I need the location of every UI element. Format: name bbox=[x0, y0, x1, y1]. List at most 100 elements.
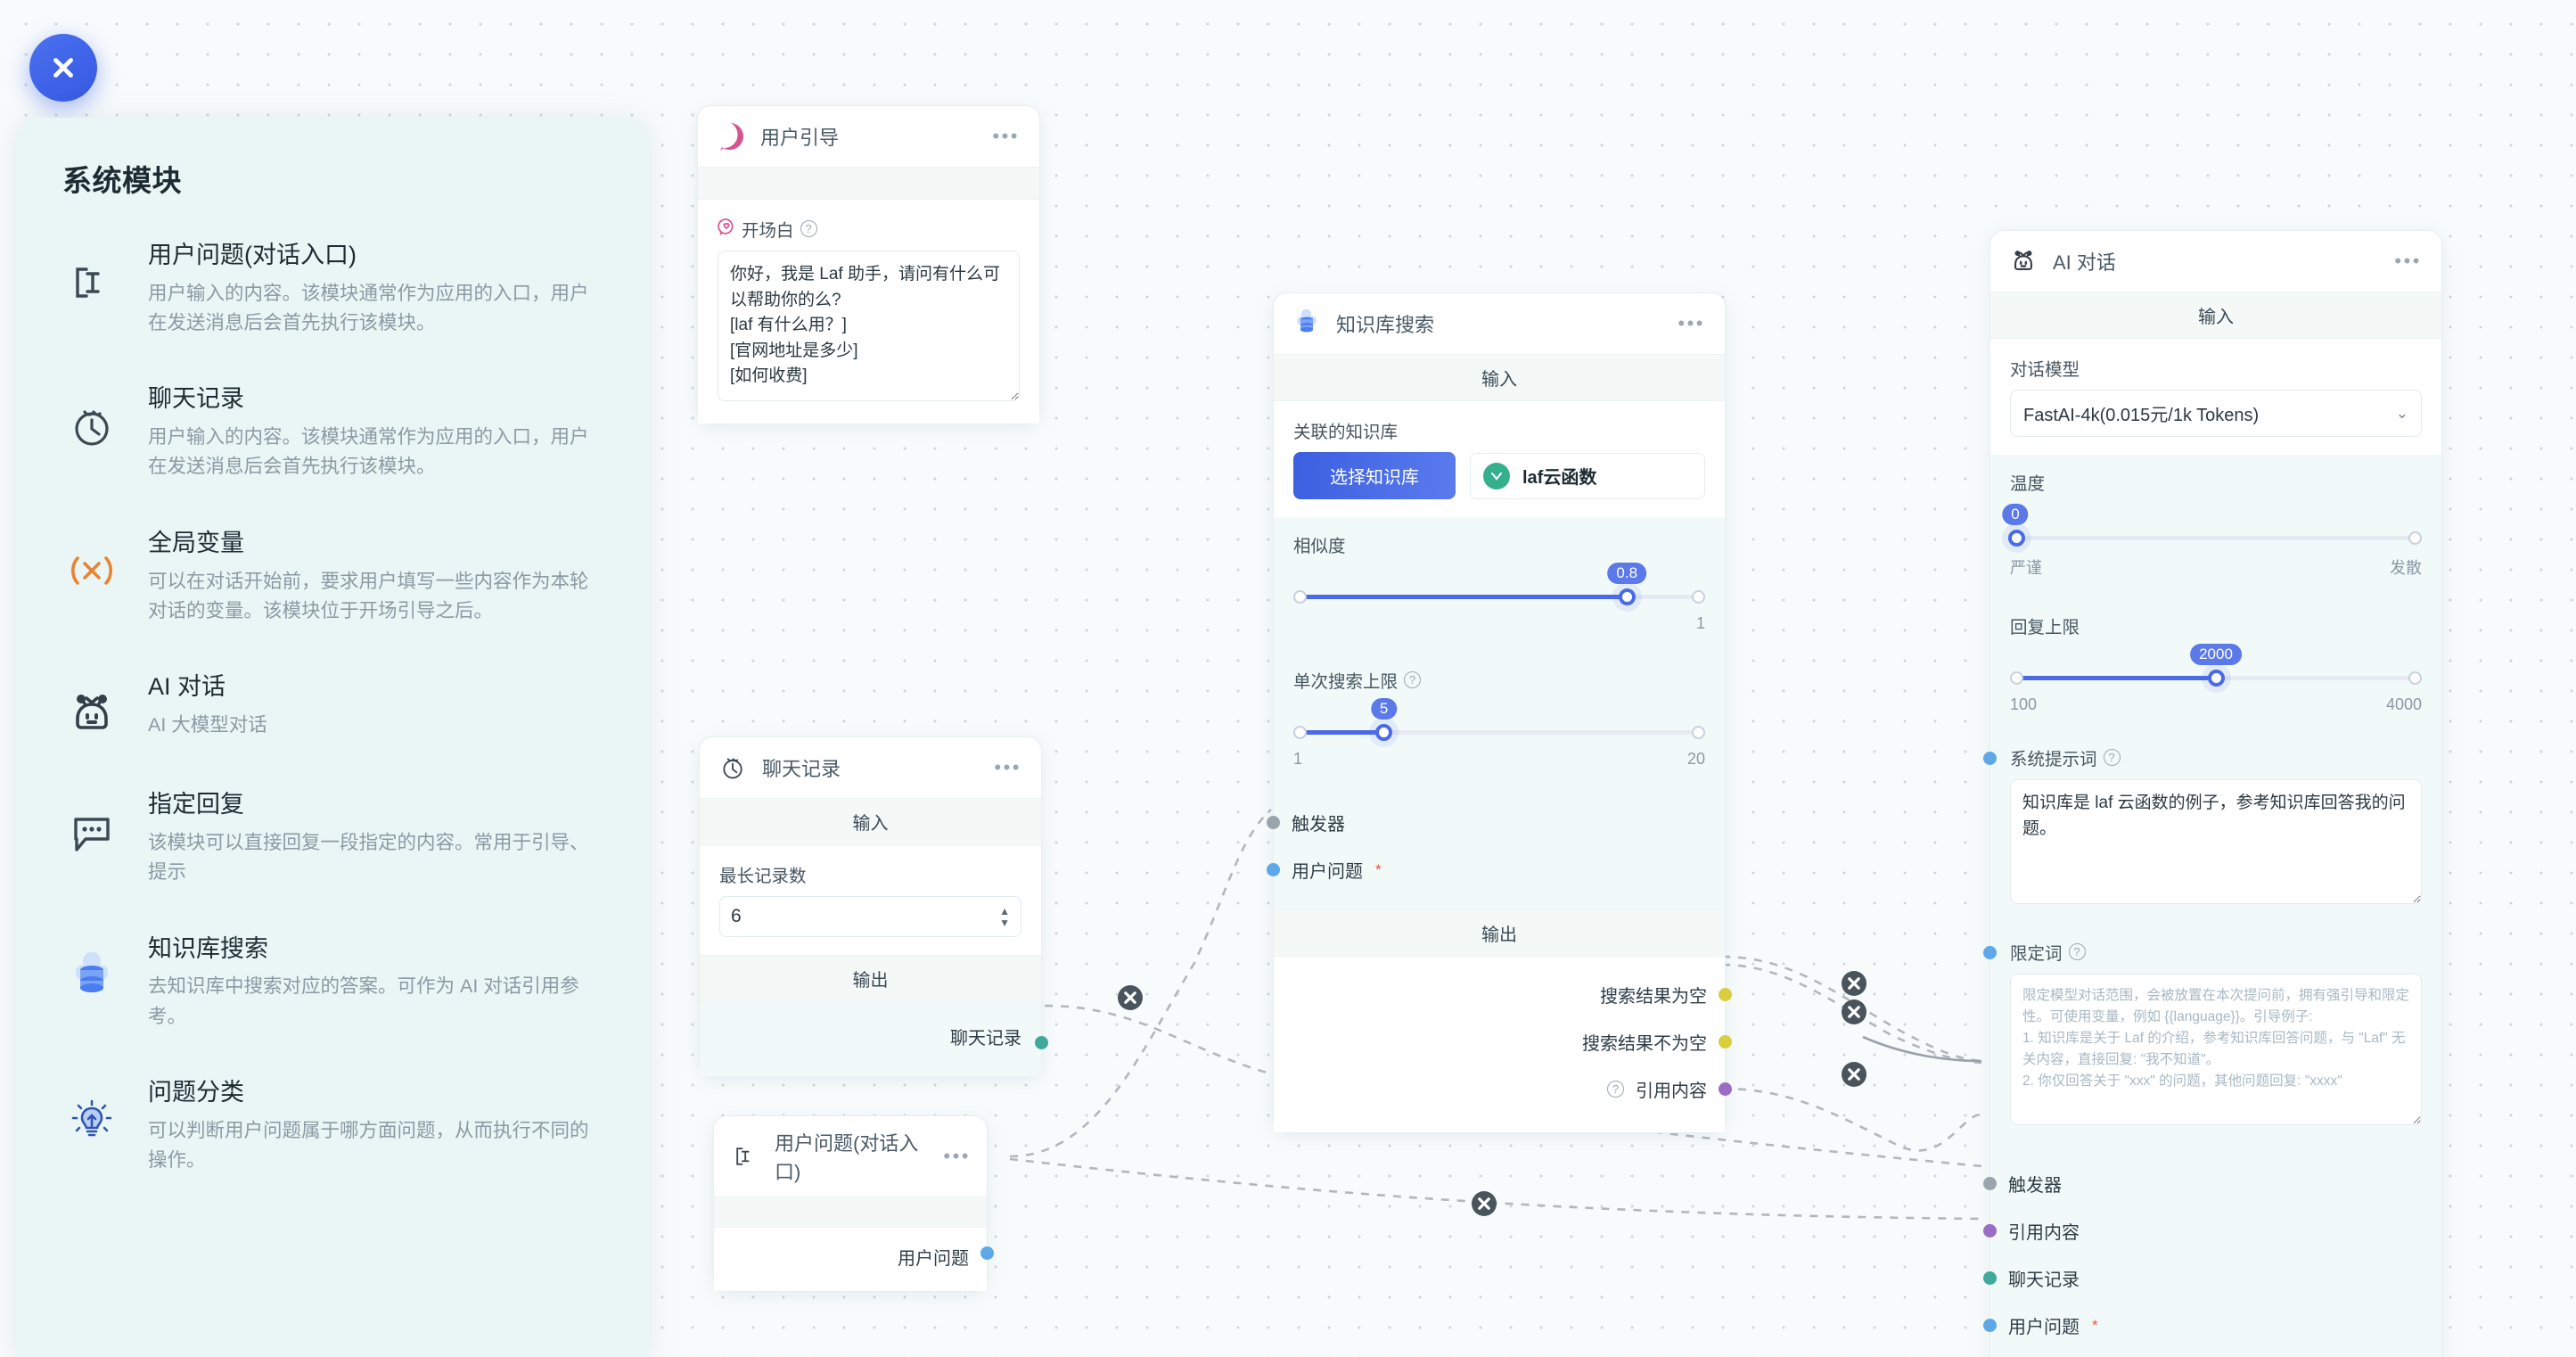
opening-text-input[interactable]: 你好，我是 Laf 助手，请问有什么可以帮助你的么? [laf 有什么用？] [… bbox=[718, 251, 1020, 401]
port-dot-quote[interactable] bbox=[1719, 1082, 1732, 1096]
help-icon[interactable]: ? bbox=[800, 220, 817, 237]
sidebar-item-desc: 可以判断用户问题属于哪方面问题，从而执行不同的操作。 bbox=[148, 1119, 589, 1171]
input-port-trigger[interactable]: 触发器 bbox=[1267, 799, 1705, 846]
slider-knob[interactable] bbox=[1618, 588, 1636, 605]
kb-selection-row: 选择知识库 laf云函数 bbox=[1293, 452, 1705, 499]
similarity-slider[interactable]: 0.8 bbox=[1293, 563, 1705, 618]
node-menu-button[interactable]: ••• bbox=[994, 756, 1021, 778]
kb-similarity-field: 相似度 0.8 1 bbox=[1274, 517, 1725, 651]
node-title: AI 对话 bbox=[2053, 251, 2116, 274]
close-icon[interactable] bbox=[29, 34, 97, 102]
input-port-user-question[interactable]: 用户问题* bbox=[1983, 1302, 2422, 1349]
port-dot-chat-history-out[interactable] bbox=[1035, 1036, 1048, 1049]
edge-delete-button[interactable] bbox=[1841, 999, 1867, 1030]
max-records-input[interactable] bbox=[731, 906, 955, 927]
input-port-user-question[interactable]: 用户问题* bbox=[1267, 846, 1705, 893]
output-port-chat-history[interactable]: 聊天记录 bbox=[719, 1013, 1021, 1060]
model-select[interactable]: FastAI-4k(0.015元/1k Tokens) ⌄ bbox=[2010, 390, 2422, 437]
output-port-not-empty[interactable]: 搜索结果不为空 bbox=[1293, 1018, 1732, 1065]
lightbulb-icon bbox=[62, 1090, 121, 1149]
node-menu-button[interactable]: ••• bbox=[1678, 312, 1705, 334]
output-port-empty[interactable]: 搜索结果为空 bbox=[1293, 971, 1732, 1018]
node-menu-button[interactable]: ••• bbox=[2394, 250, 2422, 272]
input-port-quote[interactable]: 引用内容 bbox=[1983, 1207, 2422, 1254]
temperature-slider[interactable]: 0 bbox=[2002, 504, 2422, 559]
node-menu-button[interactable]: ••• bbox=[943, 1145, 971, 1167]
node-user-guide[interactable]: Hi 用户引导 ••• 开场白 ? 你好，我是 Laf 助手，请问有什么可以帮助… bbox=[697, 105, 1040, 424]
port-dot-user-question-out[interactable] bbox=[980, 1246, 994, 1260]
stepper-arrows[interactable]: ▲ ▼ bbox=[999, 904, 1010, 929]
sidebar-item-desc: 该模块可以直接回复一段指定的内容。常用于引导、提示 bbox=[148, 831, 589, 884]
port-dot-user-question[interactable] bbox=[1983, 1319, 1997, 1333]
sidebar-item-label: 指定回复 bbox=[148, 791, 244, 818]
chevron-down-icon[interactable]: ⌄ bbox=[2395, 404, 2408, 422]
qualifier-input[interactable] bbox=[2010, 974, 2422, 1126]
port-dot-qualifier[interactable] bbox=[1983, 946, 1997, 959]
variable-x-icon bbox=[62, 541, 121, 600]
sidebar-item-chat-history[interactable]: 聊天记录 用户输入的内容。该模块通常作为应用的入口，用户在发送消息后会首先执行该… bbox=[62, 384, 603, 481]
field-label-text: 开场白 bbox=[742, 221, 794, 241]
slider-knob[interactable] bbox=[2008, 530, 2025, 547]
node-user-question[interactable]: 用户问题(对话入口) ••• 用户问题 bbox=[713, 1115, 994, 1292]
output-port-user-question[interactable]: 用户问题 bbox=[732, 1240, 969, 1273]
help-icon[interactable]: ? bbox=[2103, 749, 2121, 766]
node-header[interactable]: 用户问题(对话入口) ••• bbox=[714, 1116, 987, 1197]
limit-slider[interactable]: 5 bbox=[1293, 698, 1705, 753]
node-body: 最长记录数 ▲ ▼ bbox=[700, 845, 1041, 955]
port-dot-trigger[interactable] bbox=[1983, 1177, 1997, 1191]
max-records-stepper[interactable]: ▲ ▼ bbox=[719, 896, 1021, 937]
edge-delete-button[interactable] bbox=[1117, 984, 1144, 1016]
input-band: 输入 bbox=[1990, 292, 2441, 339]
port-dot-chat-history[interactable] bbox=[1983, 1271, 1997, 1286]
select-kb-button[interactable]: 选择知识库 bbox=[1293, 452, 1456, 499]
field-label-opening: 开场白 ? bbox=[718, 216, 1020, 242]
clock-history-icon bbox=[718, 753, 748, 783]
sidebar-item-ai-chat[interactable]: AI 对话 AI 大模型对话 bbox=[62, 672, 603, 744]
slider-knob[interactable] bbox=[2207, 670, 2225, 687]
node-header[interactable]: 知识库搜索 ••• bbox=[1274, 293, 1725, 354]
port-dot-empty[interactable] bbox=[1719, 988, 1732, 1001]
port-dot-trigger[interactable] bbox=[1267, 816, 1280, 829]
chevron-up-icon[interactable]: ▲ bbox=[999, 904, 1010, 917]
node-chat-history[interactable]: 聊天记录 ••• 输入 最长记录数 ▲ ▼ 输出 聊天记录 bbox=[699, 736, 1048, 1077]
hi-bubble-icon: Hi bbox=[716, 121, 746, 152]
slider-fill bbox=[2014, 676, 2216, 680]
port-dot-not-empty[interactable] bbox=[1719, 1035, 1732, 1049]
sidebar-item-kb-search[interactable]: 知识库搜索 去知识库中搜索对应的答案。可作为 AI 对话引用参考。 bbox=[62, 934, 603, 1032]
node-ai-chat[interactable]: AI 对话 ••• 输入 对话模型 FastAI-4k(0.015元/1k To… bbox=[1983, 230, 2442, 1357]
help-icon[interactable]: ? bbox=[2068, 943, 2086, 960]
edge-delete-button[interactable] bbox=[1841, 970, 1867, 1001]
chevron-down-icon[interactable]: ▼ bbox=[999, 916, 1010, 929]
maxtoken-slider[interactable]: 2000 bbox=[2010, 644, 2422, 699]
edge-delete-button[interactable] bbox=[1841, 1061, 1867, 1092]
input-port-chat-history[interactable]: 聊天记录 bbox=[1983, 1254, 2422, 1302]
slider-end-cap bbox=[2408, 671, 2422, 685]
system-prompt-input[interactable]: 知识库是 laf 云函数的例子，参考知识库回答我的问题。 bbox=[2010, 779, 2422, 904]
output-port-quote[interactable]: ? 引用内容 bbox=[1293, 1065, 1732, 1113]
port-label: 用户问题 bbox=[2008, 1318, 2080, 1338]
sidebar-item-global-variable[interactable]: 全局变量 可以在对话开始前，要求用户填写一些内容作为本轮对话的变量。该模块位于开… bbox=[62, 529, 603, 626]
field-label-text: 限定词 bbox=[2010, 944, 2063, 964]
port-dot-user-question[interactable] bbox=[1267, 863, 1280, 876]
port-dot-system-prompt[interactable] bbox=[1983, 752, 1997, 765]
node-kb-search[interactable]: 知识库搜索 ••• 输入 关联的知识库 选择知识库 laf云函数 相似度 bbox=[1267, 292, 1732, 1133]
help-icon[interactable]: ? bbox=[1404, 671, 1422, 688]
node-title: 用户问题(对话入口) bbox=[775, 1132, 919, 1183]
slider-min-label: 严谨 bbox=[2010, 559, 2042, 577]
slider-knob[interactable] bbox=[1375, 724, 1393, 741]
port-label: 搜索结果不为空 bbox=[1582, 1034, 1707, 1054]
field-label-kb: 关联的知识库 bbox=[1293, 423, 1399, 442]
node-header[interactable]: 聊天记录 ••• bbox=[700, 737, 1041, 798]
help-icon[interactable]: ? bbox=[1607, 1081, 1624, 1098]
input-port-trigger[interactable]: 触发器 bbox=[1983, 1160, 2422, 1207]
node-header[interactable]: Hi 用户引导 ••• bbox=[698, 106, 1039, 167]
kb-chip-laf[interactable]: laf云函数 bbox=[1470, 452, 1705, 499]
node-menu-button[interactable]: ••• bbox=[992, 125, 1020, 147]
sidebar-item-specified-reply[interactable]: 指定回复 该模块可以直接回复一段指定的内容。常用于引导、提示 bbox=[62, 790, 603, 887]
edge-delete-button[interactable] bbox=[1471, 1190, 1497, 1221]
port-dot-quote[interactable] bbox=[1983, 1224, 1997, 1238]
sidebar-item-user-question[interactable]: 用户问题(对话入口) 用户输入的内容。该模块通常作为应用的入口，用户在发送消息后… bbox=[62, 241, 603, 338]
laf-icon bbox=[1483, 462, 1510, 489]
node-header[interactable]: AI 对话 ••• bbox=[1990, 231, 2441, 292]
sidebar-item-question-classify[interactable]: 问题分类 可以判断用户问题属于哪方面问题，从而执行不同的操作。 bbox=[62, 1078, 603, 1175]
